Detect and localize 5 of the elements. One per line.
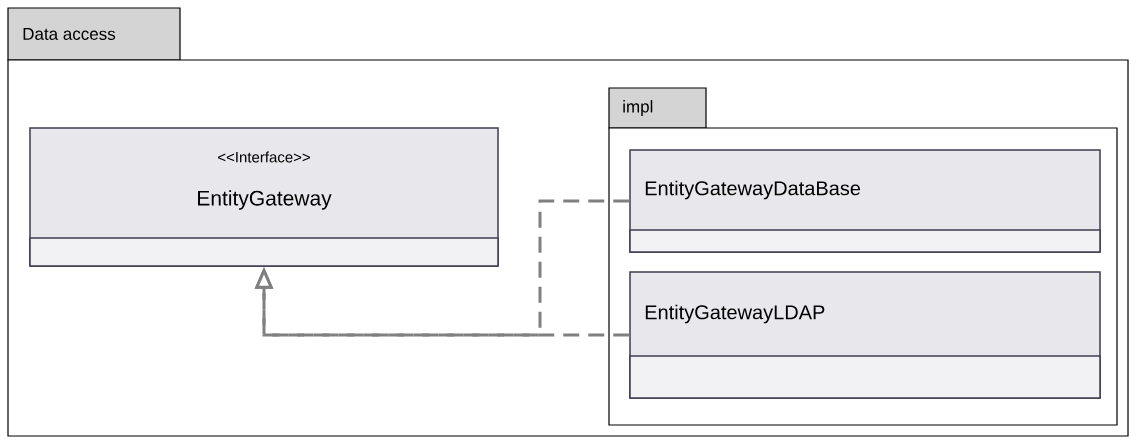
class-box: <<Interface>> EntityGateway [29, 127, 499, 267]
node-label: Data access [23, 28, 116, 40]
class-box: EntityGatewayDataBase [629, 149, 1101, 253]
class-box: EntityGatewayLDAP [629, 271, 1101, 399]
node-label: impl [623, 100, 653, 116]
